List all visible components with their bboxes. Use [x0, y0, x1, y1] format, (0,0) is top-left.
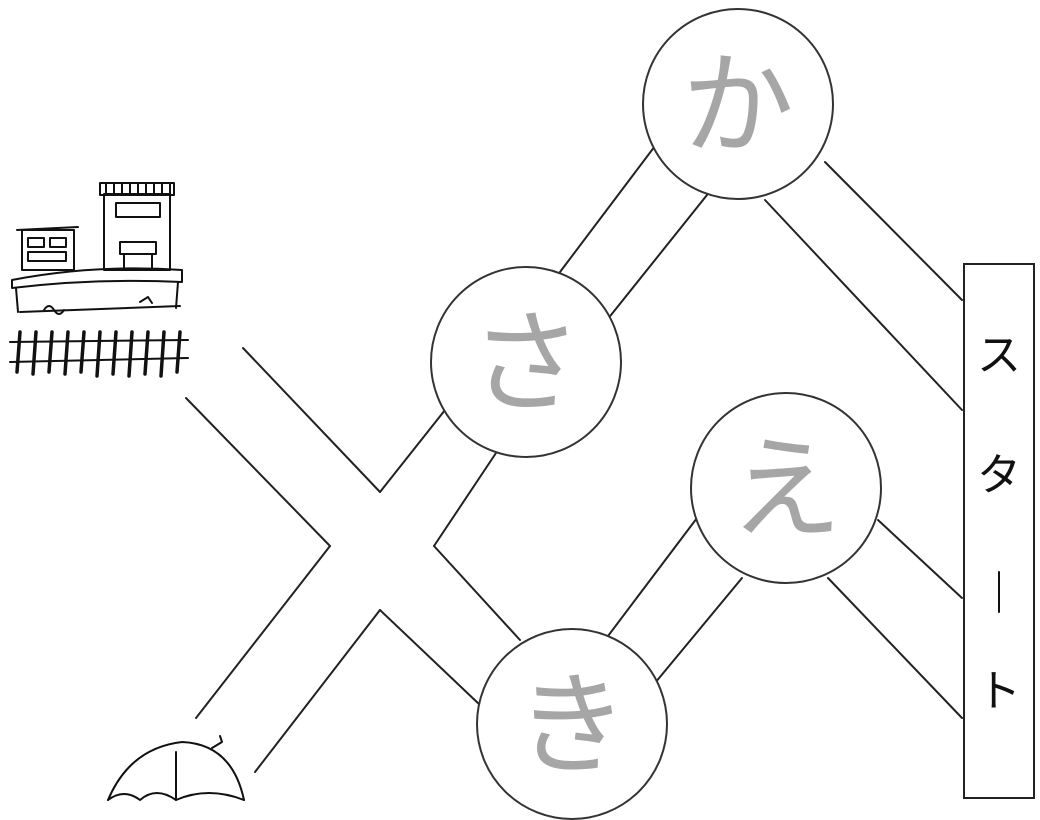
- path-line: [654, 577, 743, 684]
- maze-paths: [185, 145, 963, 773]
- node-circle: [476, 628, 668, 820]
- start-box-frame: [963, 263, 1035, 799]
- station-platform: [11, 267, 183, 289]
- path-line: [559, 145, 656, 273]
- node-sa[interactable]: さ: [430, 266, 622, 458]
- path-line: [827, 577, 963, 719]
- sketch-line: [105, 182, 171, 196]
- path-line: [254, 609, 381, 773]
- sketch-window: [27, 251, 67, 262]
- umbrella-illustration: [107, 735, 245, 801]
- path-line: [185, 397, 331, 547]
- sketch-window: [49, 237, 67, 248]
- railway-ties: [15, 330, 182, 378]
- path-line: [433, 449, 499, 547]
- start-box[interactable]: ス タ ト: [963, 263, 1035, 799]
- sketch-line: [175, 281, 179, 309]
- station-bench: [119, 241, 157, 255]
- umbrella-tip: [211, 735, 223, 749]
- node-circle: [690, 392, 882, 584]
- path-line: [195, 545, 331, 719]
- node-ka[interactable]: か: [642, 8, 834, 200]
- path-line: [764, 199, 963, 411]
- path-line: [242, 347, 381, 493]
- sketch-line: [15, 287, 19, 313]
- sketch-line: [19, 305, 181, 313]
- start-char: タ: [977, 450, 1021, 501]
- path-line: [379, 409, 446, 493]
- start-char: ト: [977, 666, 1021, 717]
- sketch-line: [16, 226, 79, 231]
- node-ki[interactable]: き: [476, 628, 668, 820]
- path-line: [604, 517, 698, 641]
- node-e[interactable]: え: [690, 392, 882, 584]
- node-circle: [430, 266, 622, 458]
- umbrella-canopy: [107, 741, 245, 801]
- node-label: え: [730, 425, 842, 555]
- station-illustration: [9, 182, 189, 378]
- sketch-scribble: [43, 296, 153, 315]
- node-circle: [642, 8, 834, 200]
- path-line: [433, 545, 521, 641]
- start-char: ス: [977, 330, 1021, 381]
- station-small-building: [21, 229, 75, 271]
- path-line: [606, 194, 708, 321]
- path-line: [877, 519, 963, 599]
- umbrella-rib: [107, 792, 245, 801]
- path-line: [379, 609, 481, 706]
- path-line: [824, 161, 963, 301]
- node-label: さ: [470, 299, 582, 429]
- station-sign: [115, 202, 161, 218]
- node-label: か: [682, 41, 794, 171]
- sketch-window: [27, 237, 45, 248]
- node-label: き: [516, 661, 628, 791]
